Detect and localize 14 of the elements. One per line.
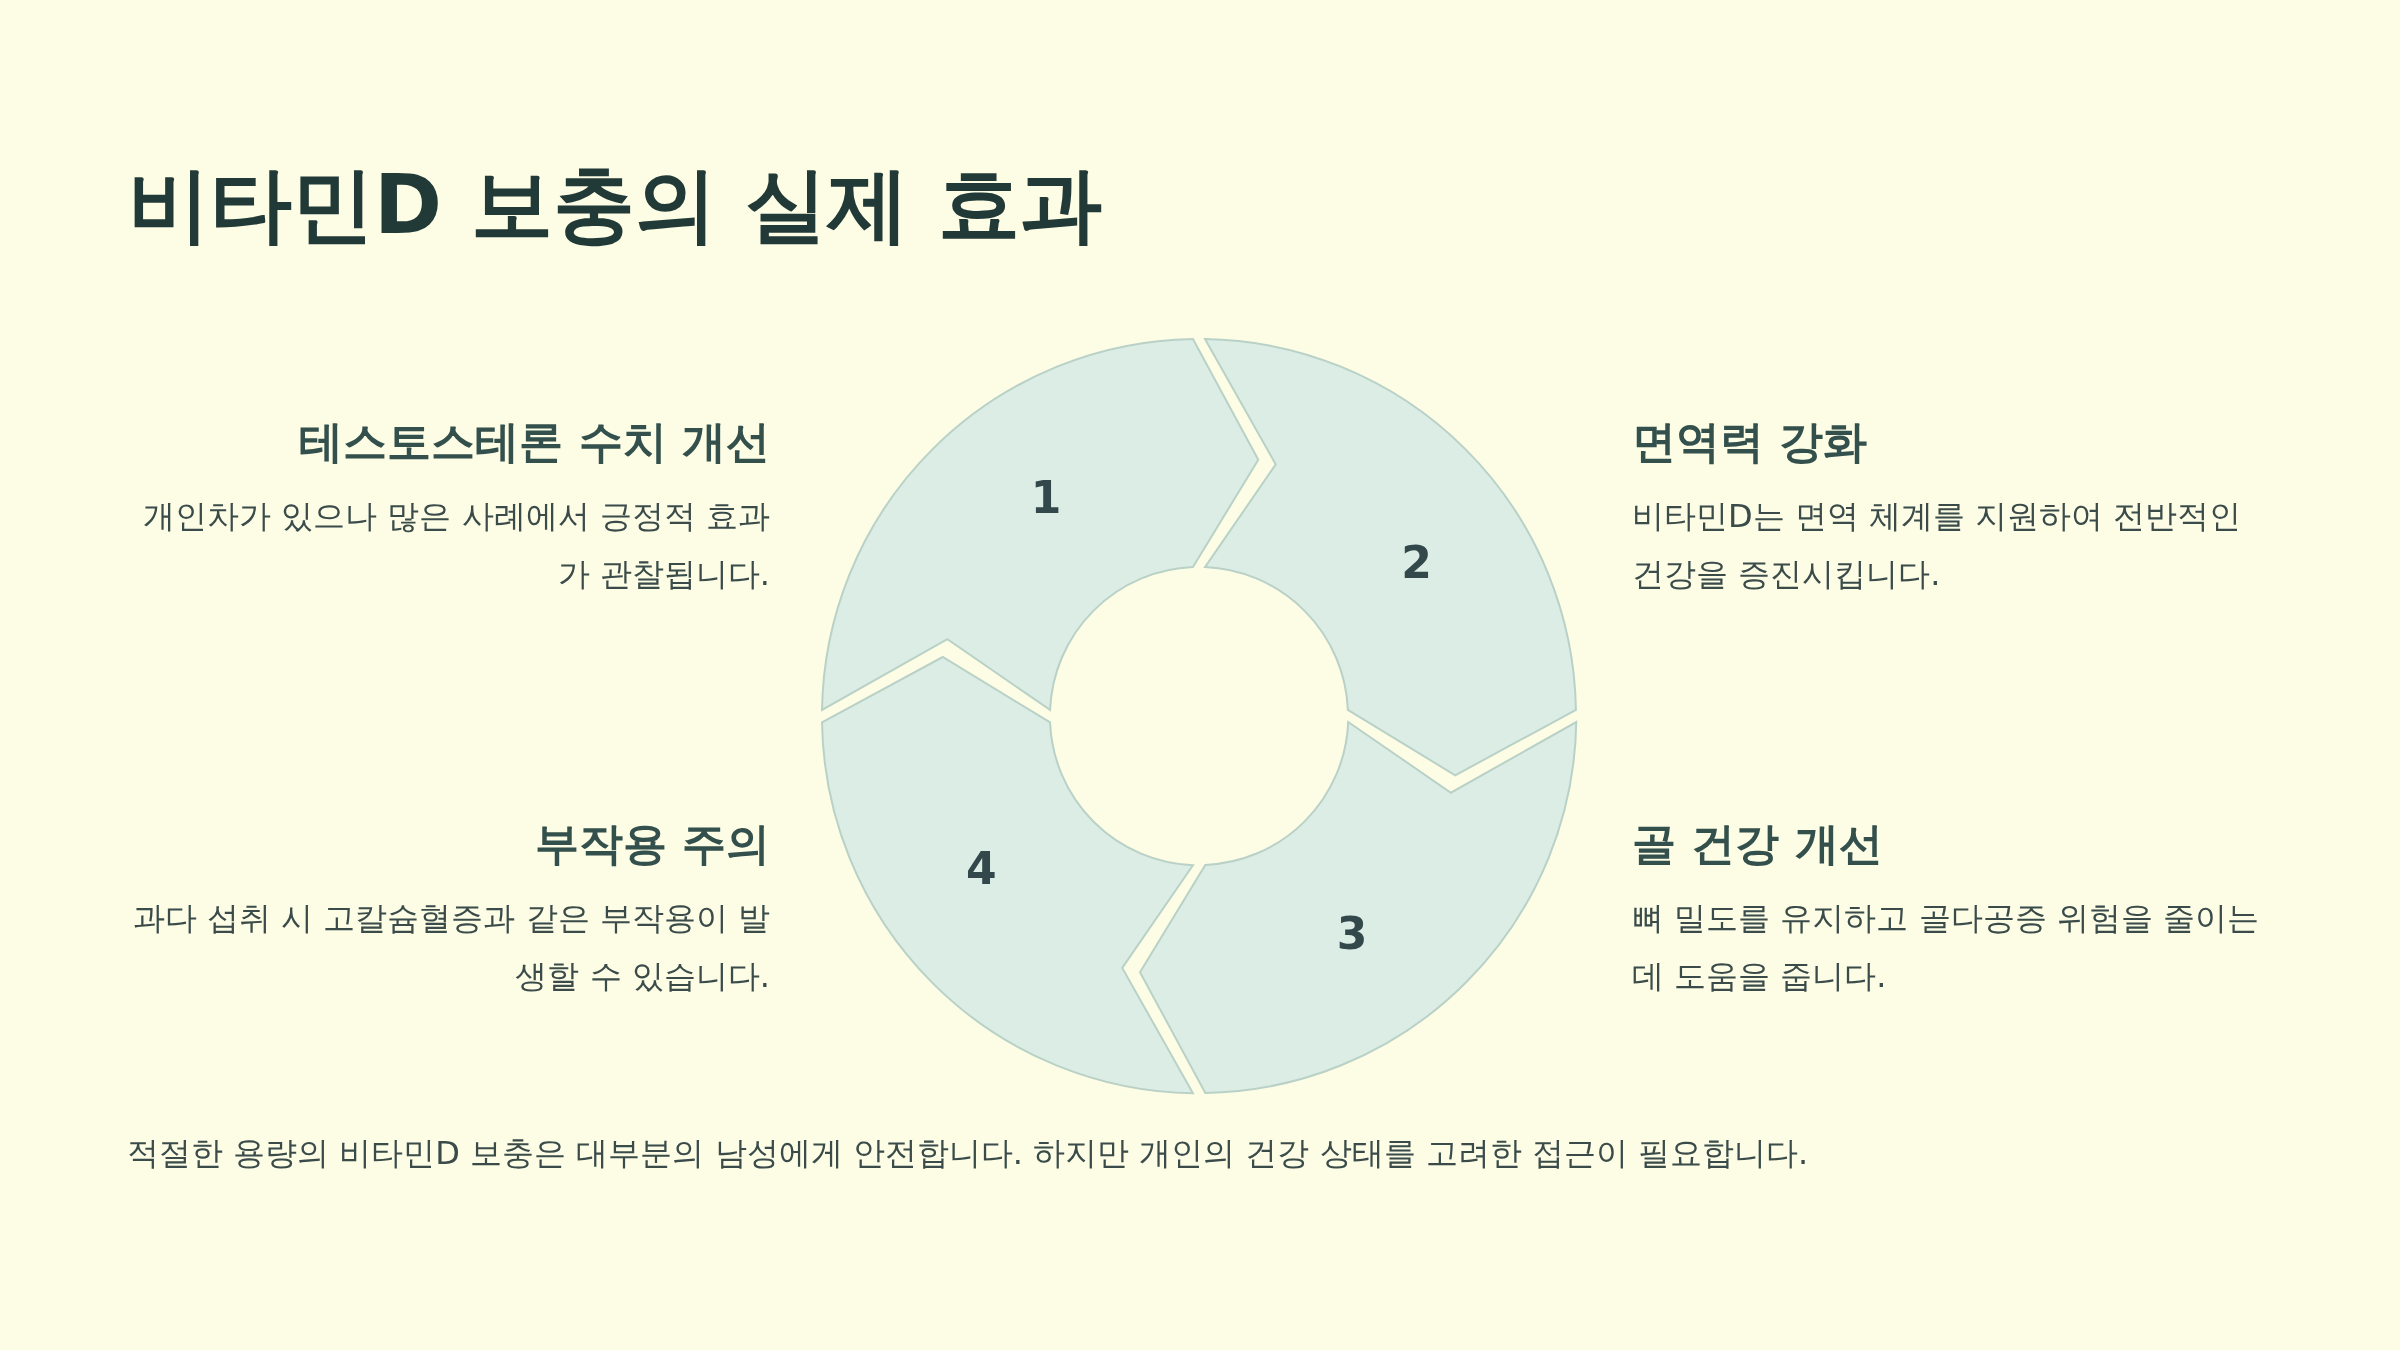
- step-heading: 테스토스테론 수치 개선: [299, 416, 770, 469]
- title: 비타민D 보충의 실제 효과: [128, 156, 1102, 254]
- step-heading: 골 건강 개선: [1632, 818, 1883, 871]
- step-description: 개인차가 있으나 많은 사례에서 긍정적 효과가 관찰됩니다.: [142, 495, 770, 595]
- step-description: 비타민D는 면역 체계를 지원하여 전반적인 건강을 증진시킵니다.: [1632, 495, 2243, 595]
- step-number: 2: [1401, 538, 1432, 588]
- step-number: 4: [966, 844, 997, 894]
- step-heading: 부작용 주의: [534, 818, 770, 871]
- step-number: 1: [1030, 474, 1062, 523]
- step-description: 과다 섭취 시 고칼슘혈증과 같은 부작용이 발생할 수 있습니다.: [131, 897, 770, 997]
- step-heading: 면역력 강화: [1632, 416, 1868, 469]
- footnote: 적절한 용량의 비타민D 보충은 대부분의 남성에게 안전합니다. 하지만 개인의 건강 상태를 고려한 접근이 필요합니다.: [127, 1133, 1809, 1174]
- step-number: 3: [1336, 909, 1368, 958]
- step-description: 뼈 밀도를 유지하고 골다공증 위험을 줄이는 데 도움을 줍니다.: [1632, 897, 2260, 997]
